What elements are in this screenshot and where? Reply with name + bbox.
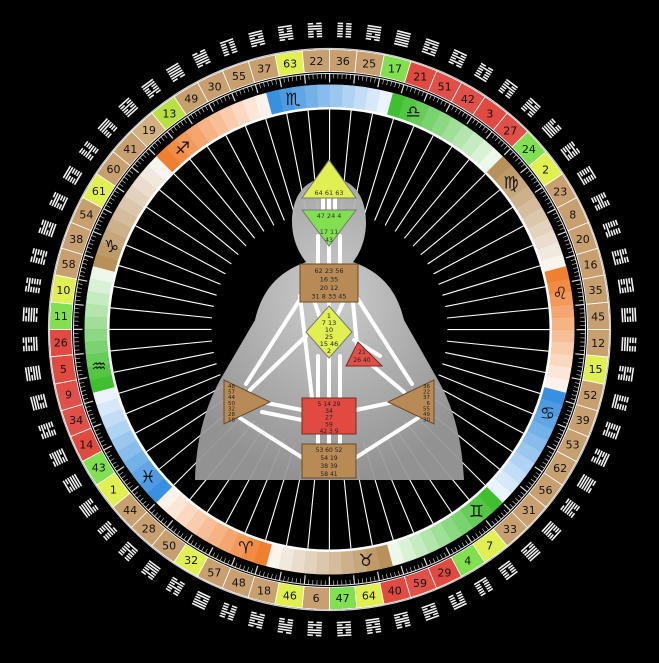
gate-number: 9 [65, 389, 72, 402]
gate-number: 41 [123, 143, 137, 156]
zodiac-sign-glyph: ♈ [238, 538, 253, 558]
center-gate-label: 18 [228, 418, 235, 424]
center-gate-label: 58 41 [320, 471, 337, 478]
gate-number: 54 [79, 208, 93, 221]
gate-number: 3 [486, 108, 493, 121]
zodiac-sign-glyph: ♓ [140, 467, 155, 487]
gate-number: 46 [283, 590, 297, 603]
gate-number: 12 [591, 337, 605, 350]
gate-number: 11 [54, 310, 68, 323]
center-gate-label: 53 60 52 [316, 447, 343, 454]
zodiac-sign-glyph: ♌ [553, 284, 568, 304]
gate-number: 15 [589, 363, 603, 376]
gate-number: 52 [583, 389, 597, 402]
gate-number: 61 [92, 185, 106, 198]
center-gate-label: 16 35 [320, 276, 339, 284]
gate-number: 48 [232, 577, 246, 590]
gate-number: 60 [107, 163, 121, 176]
gate-number: 44 [123, 504, 137, 517]
gate-number: 56 [538, 484, 552, 497]
gate-number: 45 [591, 310, 605, 323]
gate-number: 63 [283, 57, 297, 70]
center-gate-label: 2 [327, 347, 331, 355]
gate-number: 10 [56, 284, 70, 297]
gate-number: 51 [438, 80, 452, 93]
gate-number: 26 [54, 337, 68, 350]
gate-number: 64 [362, 590, 376, 603]
gate-number: 29 [437, 567, 451, 580]
center-gate-label: 42 3 9 [319, 428, 338, 435]
gate-number: 40 [388, 584, 402, 597]
center-gate-label: 54 19 [320, 455, 337, 462]
gate-number: 33 [503, 523, 517, 536]
center-gate-label: 20 12 [320, 284, 339, 292]
gate-number: 6 [313, 592, 320, 605]
ajna-gate-43: 43 [325, 237, 333, 244]
gate-number: 19 [142, 124, 156, 137]
center-gate-label: 62 23 56 [315, 267, 344, 275]
head-gates: 64 61 63 [315, 189, 344, 197]
gate-number: 16 [583, 258, 597, 271]
gate-number: 39 [576, 414, 590, 427]
gate-number: 21 [413, 70, 427, 83]
gate-number: 25 [362, 57, 376, 70]
gate-number: 49 [184, 93, 198, 106]
gate-number: 50 [162, 539, 176, 552]
gate-number: 20 [576, 233, 590, 246]
center-gate-label: 38 39 [320, 463, 337, 470]
gate-number: 4 [464, 554, 471, 567]
zodiac-sign-glyph: ♒ [91, 357, 106, 377]
gate-number: 23 [553, 185, 567, 198]
gate-number: 32 [184, 554, 198, 567]
gate-number: 1 [110, 484, 117, 497]
gate-number: 38 [69, 233, 83, 246]
gate-number: 2 [542, 163, 549, 176]
zodiac-sign-glyph: ♐ [175, 139, 190, 159]
ajna-gates-bottom: 17 11 [320, 228, 339, 236]
center-gate-label: 30 [423, 418, 430, 424]
gate-number: 34 [69, 414, 83, 427]
gate-number: 43 [92, 462, 106, 475]
gate-number: 14 [79, 438, 93, 451]
gate-number: 47 [336, 592, 350, 605]
gate-number: 24 [522, 143, 536, 156]
zodiac-sign-glyph: ♊ [469, 502, 484, 522]
center-gate-label: 31 8 33 45 [311, 293, 346, 301]
gate-number: 30 [208, 80, 222, 93]
center-gate-label: 26 40 [353, 357, 370, 364]
zodiac-sign-glyph: ♍ [503, 174, 518, 194]
gate-number: 55 [232, 70, 246, 83]
gate-number: 27 [503, 124, 517, 137]
center-gate-label: 21 [358, 349, 366, 356]
gate-number: 18 [257, 584, 271, 597]
gate-number: 28 [142, 523, 156, 536]
ajna-gates-top: 47 24 4 [317, 212, 342, 220]
gate-number: 57 [207, 567, 221, 580]
zodiac-sign-glyph: ♎ [406, 103, 421, 123]
gate-number: 58 [62, 258, 76, 271]
gate-number: 13 [162, 107, 176, 120]
gate-number: 7 [486, 540, 493, 553]
gate-number: 62 [553, 462, 567, 475]
gate-number: 36 [336, 55, 350, 68]
zodiac-sign-glyph: ♋ [540, 404, 555, 424]
gate-number: 53 [566, 439, 580, 452]
gate-number: 8 [569, 209, 576, 222]
zodiac-sign-glyph: ♉ [358, 551, 373, 571]
gate-number: 42 [461, 93, 475, 106]
gate-number: 37 [257, 63, 271, 76]
gate-number: 17 [388, 63, 402, 76]
zodiac-sign-glyph: ♑ [104, 237, 119, 257]
zodiac-sign-glyph: ♏ [285, 90, 300, 110]
gate-number: 22 [309, 55, 323, 68]
gate-number: 59 [413, 577, 427, 590]
gate-number: 5 [60, 363, 67, 376]
gate-number: 31 [522, 504, 536, 517]
gate-number: 35 [589, 284, 603, 297]
